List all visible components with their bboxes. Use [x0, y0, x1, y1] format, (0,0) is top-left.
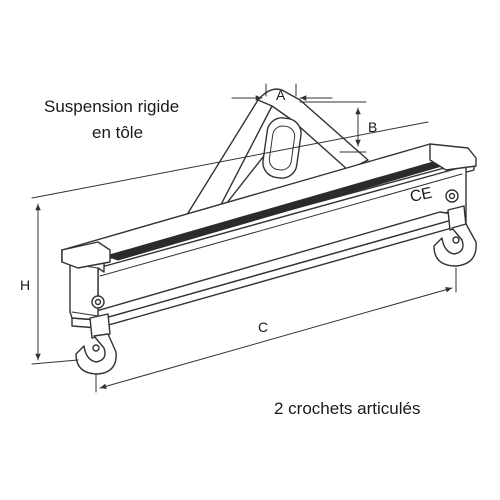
dimension-b-label: B: [368, 119, 377, 135]
dimension-h-label: H: [20, 277, 30, 293]
suspension-caption-line2: en tôle: [92, 123, 143, 142]
dimension-a: A: [231, 83, 333, 103]
right-hook: [433, 205, 477, 267]
dimension-a-label: A: [276, 87, 286, 103]
hooks-caption: 2 crochets articulés: [274, 399, 420, 418]
dimension-c: C: [95, 267, 457, 393]
dimension-c-label: C: [258, 319, 268, 335]
ce-mark: CE: [409, 185, 434, 206]
suspension-caption-line1: Suspension rigide: [44, 97, 179, 116]
left-bolt: [91, 295, 105, 309]
right-bolt: [445, 189, 459, 203]
dimension-h: H: [20, 121, 429, 365]
beam-body: [61, 143, 477, 329]
suspension-plate: [179, 88, 369, 227]
dimension-b: B: [299, 101, 377, 153]
left-hook: [75, 313, 117, 375]
